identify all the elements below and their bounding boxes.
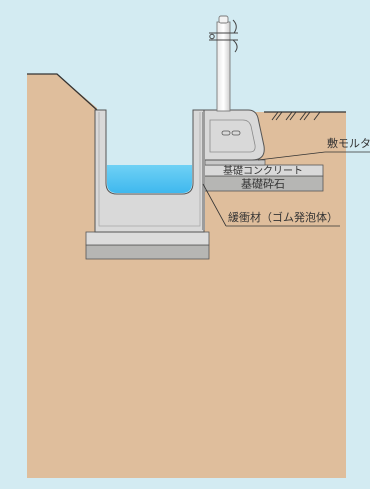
label-mortar-text: 敷モルタ [327,136,370,150]
label-cushion: 緩衝材（ゴム発泡体） [202,183,340,227]
mortar-bed [204,159,266,166]
channel-crushed-stone [85,244,210,260]
pole [216,21,231,112]
channel-water [107,165,192,193]
channel-concrete-base [85,231,210,246]
pole-bracket [209,19,238,53]
u-channel [94,109,205,233]
cushion-strip [202,112,205,230]
label-mortar: 敷モルタ [257,136,370,161]
label-crushed-stone-text: 基礎砕石 [241,177,285,191]
u-channel-inner-line [98,112,201,227]
label-concrete-base-text: 基礎コンクリート [223,164,303,177]
pole-cap [218,15,229,24]
ground-surface-left [27,73,98,111]
soil-ground [27,74,346,478]
bolt-hole-right [231,130,241,136]
ground-hatching [271,111,321,121]
label-cushion-text: 緩衝材（ゴム発泡体） [228,210,338,224]
curb-block-inner [209,119,256,153]
bolt-hole-left [221,130,231,136]
